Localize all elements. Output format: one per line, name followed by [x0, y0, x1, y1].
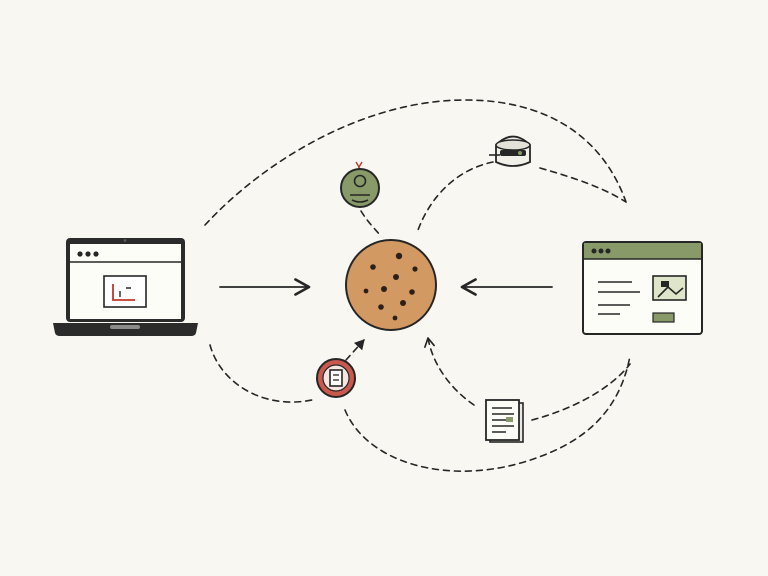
red-badge-icon [316, 358, 356, 398]
laptop-icon [53, 238, 198, 336]
connector-laptop-to-website-top [204, 99, 627, 226]
connector-laptop-to-tracker [209, 344, 313, 403]
arrow-document-to-cookie [424, 337, 475, 406]
server-icon [489, 135, 531, 167]
browser-window-icon [582, 241, 703, 335]
connector-server-to-website [539, 167, 627, 203]
document-icon [485, 399, 524, 443]
arrow-tracker-to-cookie [345, 339, 365, 361]
connector-tracker-to-website-bottom [344, 355, 631, 472]
connector-user-profile-to-cookie [360, 210, 381, 236]
connector-server-to-cookie [417, 161, 494, 231]
user-profile-icon [340, 161, 380, 208]
connector-website-to-document [531, 363, 631, 421]
cookie-icon [345, 239, 437, 331]
connections [204, 99, 631, 472]
